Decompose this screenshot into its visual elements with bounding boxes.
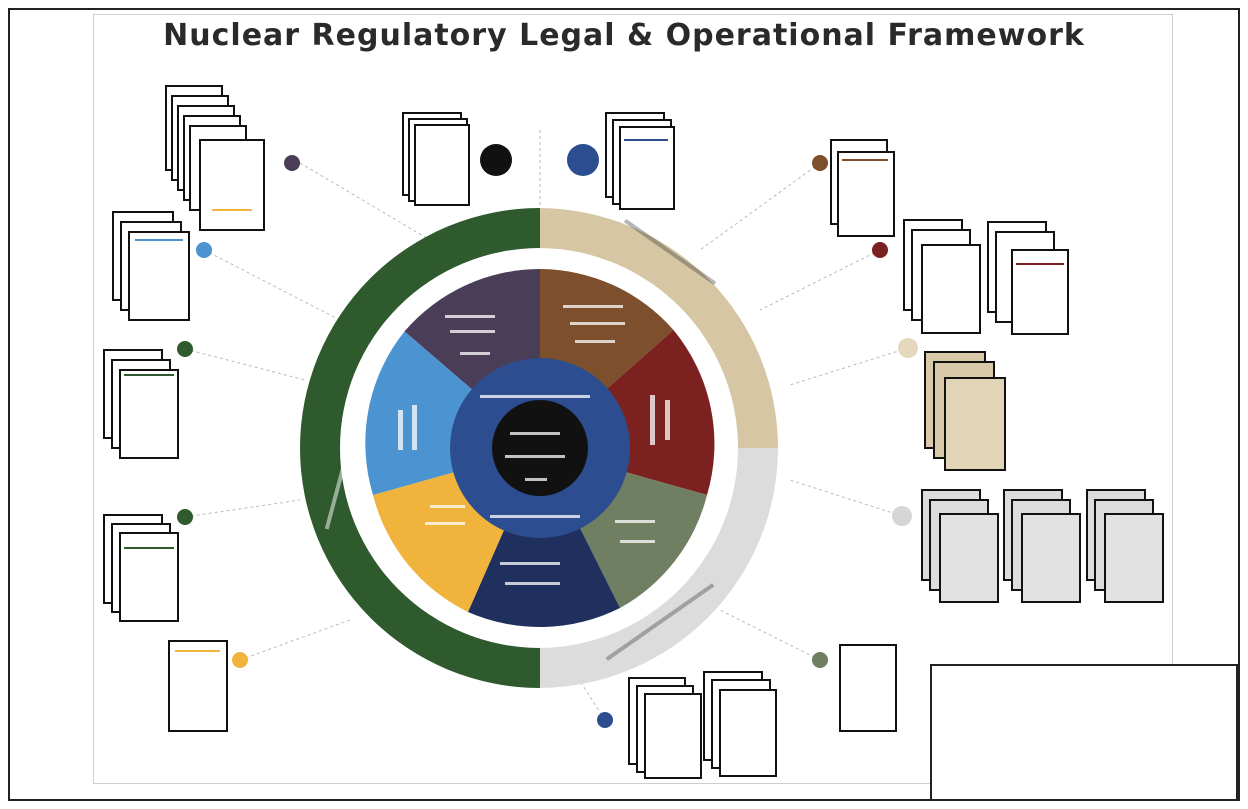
document-stacks-red [903,219,1069,335]
marker-navy [567,144,599,176]
document-yellow [168,640,228,732]
outer-ring-tan [540,208,778,448]
outer-ring-green [300,208,540,688]
page-title: Nuclear Regulatory Legal & Operational F… [163,18,1085,53]
marker-yellow [232,652,248,668]
document-stacks-gray [921,489,1164,603]
marker-gray [892,506,912,526]
marker-green-2 [177,509,193,525]
document-olive [839,644,897,732]
marker-purple [284,155,300,171]
marker-red [872,242,888,258]
marker-black [480,144,512,176]
marker-olive [812,652,828,668]
content-border [93,14,1173,784]
legend-box [930,664,1238,801]
document-stack-blue [112,211,190,321]
document-stack-green-1 [103,349,179,459]
green-ring-text-marks [324,354,376,530]
outer-ring-text-marks [605,218,717,661]
document-stack-green-2 [103,514,179,622]
marker-tan [898,338,918,358]
marker-brown [812,155,828,171]
document-stacks-bottom [628,671,777,779]
marker-green-1 [177,341,193,357]
marker-blue [196,242,212,258]
document-stack-brown [830,139,895,237]
document-stack-tan [924,351,1006,471]
document-stack-purple [165,85,265,231]
sector-text-marks [398,305,670,585]
center-disc [492,400,588,496]
outer-ring-gray [540,448,778,688]
document-stack-navy [605,112,675,210]
connector-lines [184,130,909,721]
marker-bottom [597,712,613,728]
document-stack-black [402,112,470,206]
